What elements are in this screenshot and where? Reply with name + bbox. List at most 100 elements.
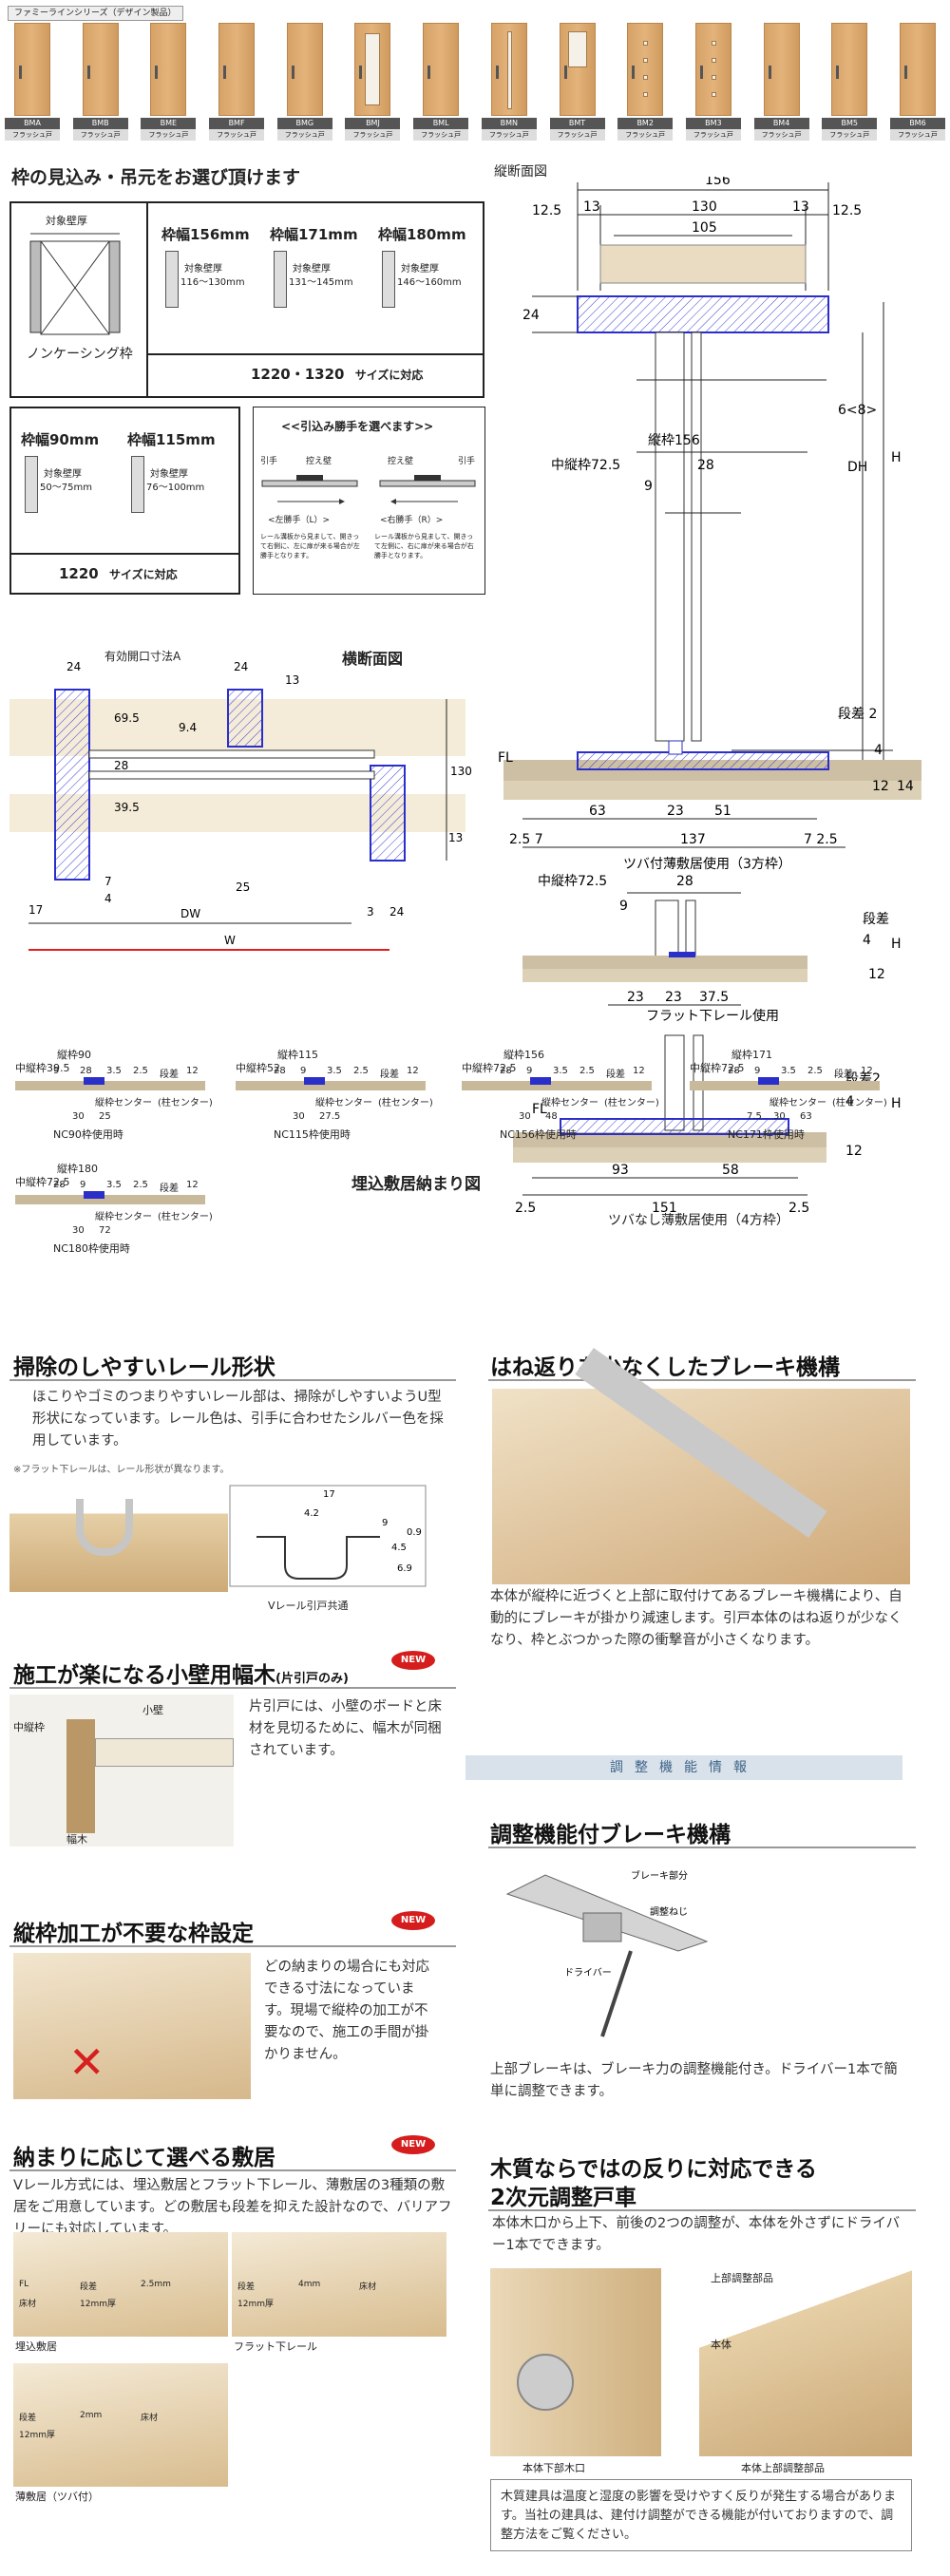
nocasing-diagram	[29, 233, 121, 335]
sill-mid-label: 中縦枠72.5	[15, 1176, 70, 1188]
door-swatch-image	[627, 23, 664, 116]
sill-post-label: (柱センター)	[832, 1098, 887, 1108]
handle-icon	[86, 66, 90, 79]
sill-photo-label: FL	[19, 2280, 29, 2289]
sill-dim: 28	[274, 1066, 286, 1076]
door-swatch-image	[694, 23, 732, 116]
sill-dim: 2.5	[580, 1066, 595, 1076]
sill-post-label: (柱センター)	[158, 1212, 213, 1222]
flat-midframe: 中縦枠72.5	[538, 874, 607, 889]
roller-text: 本体木口から上下、前後の2つの調整が、本体を外さずにドライバー1本でできます。	[492, 2216, 901, 2253]
size-note-2: 1220 サイズに対応	[59, 565, 178, 582]
sill-new-badge: NEW	[391, 2135, 435, 2154]
sill-center-label: 縦枠センター	[315, 1098, 372, 1108]
hand-right-label: <右勝手（R）>	[380, 516, 444, 525]
sill-center-label: 縦枠センター	[95, 1098, 152, 1108]
sill-photo-caption: フラット下レール	[234, 2340, 317, 2353]
roller-wheel-icon	[517, 2354, 574, 2411]
frame-width-label: 枠幅115mm	[127, 431, 216, 448]
dim-63: 63	[589, 804, 606, 819]
frame-profile-icon	[131, 456, 144, 513]
swatch-name: フラッシュ戸	[276, 129, 332, 141]
sill-dim: 3.5	[106, 1066, 122, 1076]
dim-13-right: 13	[792, 199, 809, 215]
sill-floor	[690, 1081, 880, 1090]
divider	[11, 553, 238, 555]
handle-icon	[563, 66, 567, 79]
swatch-name: フラッシュ戸	[822, 129, 878, 141]
flat-23b: 23	[665, 990, 682, 1005]
sill-caption: NC115枠使用時	[274, 1128, 351, 1141]
swatch-name: フラッシュ戸	[72, 129, 128, 141]
dim-FL: FL	[498, 750, 513, 766]
swatch-name: フラッシュ戸	[753, 129, 809, 141]
glass-dot	[643, 75, 649, 80]
rail-shape	[76, 1499, 133, 1556]
sill-dim: 3.5	[327, 1066, 342, 1076]
wall-frame-shape	[66, 1719, 95, 1833]
sill-frame-label: 縦枠115	[277, 1049, 318, 1061]
flat-rail-diagram: 中縦枠72.5 28 9 段差 4 H 12 23 23 37.5 フラット下レ…	[522, 874, 902, 1024]
door-swatch-image	[831, 23, 868, 116]
adjust-banner: 調整機能情報	[466, 1755, 902, 1780]
swatch-name: フラッシュ戸	[481, 129, 537, 141]
wall-label-baseboard: 幅木	[66, 1833, 87, 1846]
rail-dim-9: 9	[382, 1518, 388, 1528]
thin-151: 151	[652, 1201, 677, 1216]
swatch-name: フラッシュ戸	[549, 129, 605, 141]
sill-photo-caption: 埋込敷居	[15, 2340, 57, 2353]
hs-17: 17	[28, 903, 43, 917]
sill-caption: NC171枠使用時	[728, 1128, 805, 1141]
sill-dim: 9	[300, 1066, 307, 1076]
size-note2-num: 1220	[59, 565, 99, 582]
swatch-code: BMN	[481, 118, 537, 129]
sill-dim: 12	[633, 1066, 645, 1076]
sill-caption: NC156枠使用時	[500, 1128, 577, 1141]
frame-rule	[10, 1945, 456, 1947]
divider	[146, 203, 148, 396]
handle-icon	[19, 66, 22, 79]
swatch-code: BM5	[822, 118, 878, 129]
hand-title: <<引込み勝手を選べます>>	[281, 420, 434, 433]
swatch-name: フラッシュ戸	[685, 129, 741, 141]
thin-12: 12	[846, 1144, 863, 1159]
sill-bottom-dim: 7.5	[747, 1111, 762, 1122]
handle-icon	[359, 66, 363, 79]
dim-105: 105	[692, 220, 717, 236]
sill-bottom-dim: 30	[773, 1111, 786, 1122]
wall-label-frame: 中縦枠	[13, 1721, 45, 1733]
thin-2-5-right: 2.5	[788, 1201, 809, 1216]
sill-dim: 段差	[380, 1070, 399, 1080]
size-note2-suffix: サイズに対応	[108, 568, 178, 581]
sill-feature-text: Vレール方式には、埋込敷居とフラット下レール、薄敷居の3種類の敷居をご用意してい…	[13, 2178, 452, 2237]
frame-wall-label: 対象壁厚	[150, 469, 188, 480]
frame-profile-icon	[25, 456, 38, 513]
nocasing-label: ノンケーシング枠	[27, 347, 133, 362]
sill-photo-label: 12mm厚	[19, 2431, 55, 2440]
frame-width-label: 枠幅156mm	[162, 226, 250, 243]
caption-thin-visible: ツバなし薄敷居使用（4方枠）	[608, 1213, 789, 1228]
sill-dim: 9	[526, 1066, 533, 1076]
handle-icon	[495, 66, 499, 79]
hand-label-4: 引手	[458, 457, 476, 466]
brake-text: 本体が縦枠に近づくと上部に取付けてあるブレーキ機構により、自動的にブレーキが掛か…	[490, 1589, 902, 1648]
sill-frame-label: 縦枠180	[57, 1163, 98, 1175]
sill-caption: NC90枠使用時	[53, 1128, 124, 1141]
wall-rule	[10, 1687, 456, 1689]
